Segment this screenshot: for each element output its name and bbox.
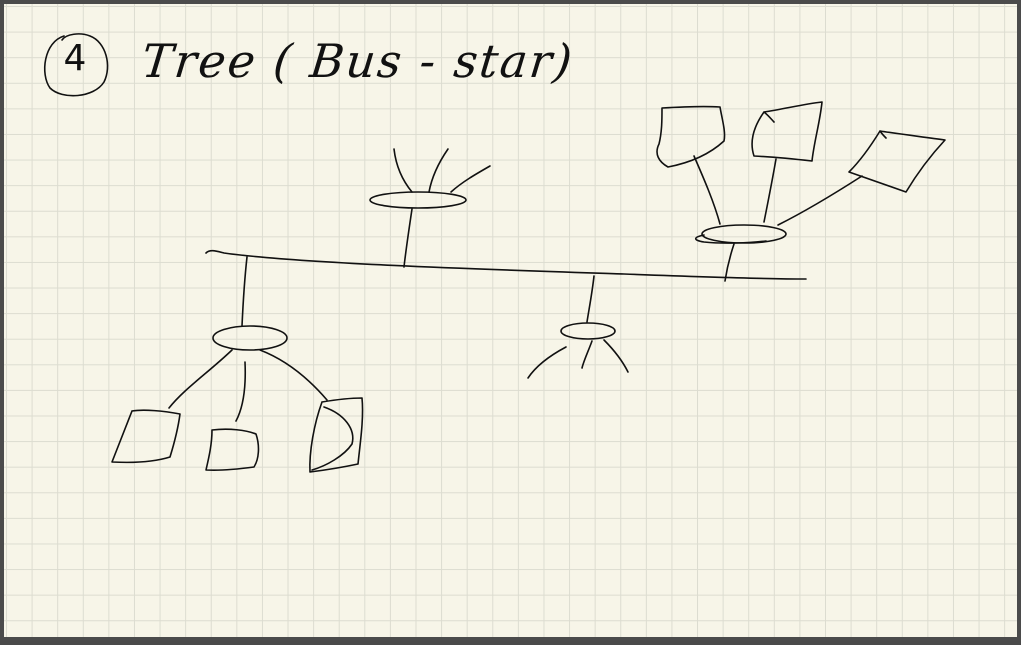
section-number: 4 bbox=[63, 38, 87, 79]
bus-backbone-line bbox=[205, 249, 807, 280]
node-left-3 bbox=[309, 397, 364, 473]
node-left-2 bbox=[205, 428, 260, 472]
node-right-2 bbox=[751, 101, 823, 162]
node-right-1 bbox=[656, 105, 726, 168]
hub-right-link-2 bbox=[763, 158, 777, 223]
number-circle bbox=[43, 33, 109, 97]
hub-left-drop bbox=[241, 256, 248, 327]
hub-bottom-drop bbox=[586, 275, 595, 323]
hub-top-link-2 bbox=[428, 148, 449, 193]
hub-bottom-link-1 bbox=[527, 346, 567, 379]
tree-topology-sketch bbox=[43, 33, 946, 473]
hub-left bbox=[212, 325, 288, 351]
hub-bottom-link-3 bbox=[603, 339, 629, 373]
hub-bottom bbox=[560, 322, 616, 340]
hub-top-link-1 bbox=[393, 148, 413, 193]
hub-left-link-3 bbox=[259, 349, 328, 401]
hub-right bbox=[701, 224, 787, 244]
hub-left-link-1 bbox=[168, 349, 233, 409]
hub-right-ring bbox=[694, 234, 767, 244]
hub-top-link-3 bbox=[450, 165, 491, 193]
node-left-1 bbox=[111, 409, 181, 464]
hub-top-drop bbox=[403, 208, 413, 268]
hub-right-link-3 bbox=[777, 175, 863, 226]
hub-right-drop bbox=[724, 243, 735, 282]
hub-right-link-1 bbox=[693, 155, 721, 225]
hub-top bbox=[369, 191, 467, 209]
node-right-3 bbox=[848, 130, 946, 193]
hub-bottom-link-2 bbox=[581, 340, 593, 369]
hub-left-link-2 bbox=[235, 361, 247, 422]
